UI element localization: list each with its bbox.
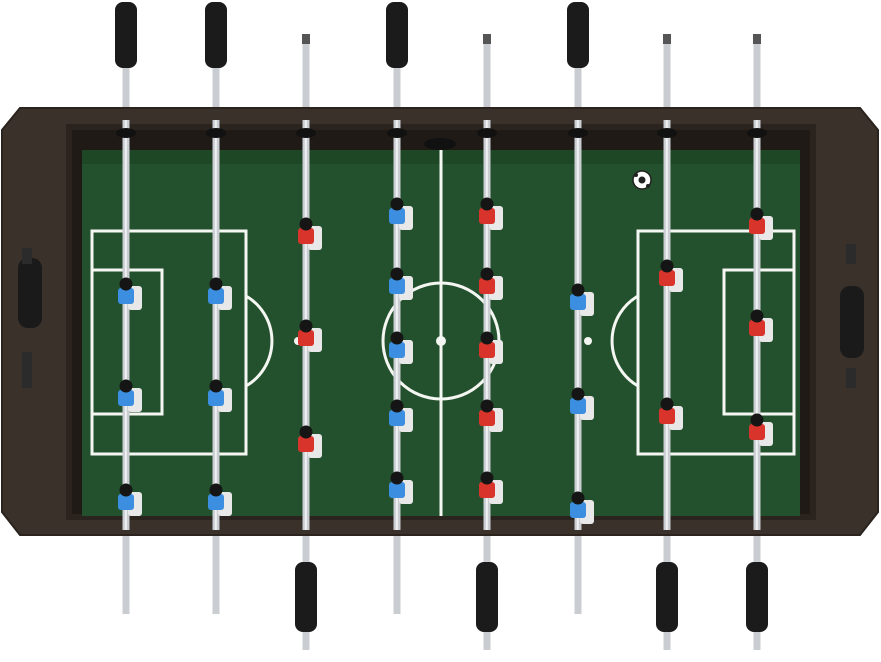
rod-handle-5 (476, 562, 498, 632)
rod-cap-3 (302, 34, 310, 44)
player-head-8-1 (750, 207, 764, 221)
player-figure-6-3 (570, 502, 586, 518)
left-penalty-arc (245, 294, 274, 388)
player-head-4-5 (390, 471, 404, 485)
player-head-5-1 (480, 197, 494, 211)
player-head-7-1 (660, 259, 674, 273)
player-figure-4-5 (389, 482, 405, 498)
player-figure-4-4 (389, 410, 405, 426)
rod-bumper-2 (206, 128, 226, 138)
rod-handle-6 (567, 2, 589, 68)
rod-handle-1 (115, 2, 137, 68)
player-figure-5-2 (479, 278, 495, 294)
player-head-5-5 (480, 471, 494, 485)
player-figure-1-1 (118, 288, 134, 304)
player-head-4-4 (390, 399, 404, 413)
rod-handle-7 (656, 562, 678, 632)
player-head-2-2 (209, 379, 223, 393)
rods-front-layer (116, 120, 773, 530)
player-figure-1-3 (118, 494, 134, 510)
center-spot (436, 336, 446, 346)
player-figure-4-3 (389, 342, 405, 358)
player-head-5-2 (480, 267, 494, 281)
right-penalty-spot (584, 337, 592, 345)
rod-shine-2 (214, 120, 217, 530)
player-figure-5-5 (479, 482, 495, 498)
player-head-1-3 (119, 483, 133, 497)
rod-shine-7 (665, 120, 668, 530)
player-head-5-4 (480, 399, 494, 413)
rod-handle-4 (386, 2, 408, 68)
player-head-6-3 (571, 491, 585, 505)
rod-handle-2 (205, 2, 227, 68)
rod-bumper-1 (116, 128, 136, 138)
player-head-8-2 (750, 309, 764, 323)
rod-handle-8 (746, 562, 768, 632)
player-head-6-1 (571, 283, 585, 297)
player-figure-3-3 (298, 436, 314, 452)
player-figure-4-1 (389, 208, 405, 224)
right-side-handle (840, 244, 864, 388)
rod-bumper-7 (657, 128, 677, 138)
side-handles (18, 244, 864, 388)
player-figure-5-1 (479, 208, 495, 224)
player-head-5-3 (480, 331, 494, 345)
player-figure-8-1 (749, 218, 765, 234)
rod-bumper-6 (568, 128, 588, 138)
playing-field (82, 138, 800, 516)
rod-bumper-3 (296, 128, 316, 138)
soccer-ball-patch (646, 184, 650, 188)
player-head-4-2 (390, 267, 404, 281)
rod-bumper-8 (747, 128, 767, 138)
player-head-4-3 (390, 331, 404, 345)
player-head-3-3 (299, 425, 313, 439)
player-figure-1-2 (118, 390, 134, 406)
ball-inlet (424, 138, 456, 150)
player-figure-2-3 (208, 494, 224, 510)
player-figure-6-2 (570, 398, 586, 414)
right-penalty-arc (610, 294, 639, 388)
rod-bumper-4 (387, 128, 407, 138)
player-head-2-1 (209, 277, 223, 291)
player-head-3-1 (299, 217, 313, 231)
rod-cap-8 (753, 34, 761, 44)
rod-cap-7 (663, 34, 671, 44)
rod-handle-3 (295, 562, 317, 632)
player-figure-2-1 (208, 288, 224, 304)
player-head-6-2 (571, 387, 585, 401)
rod-shine-6 (576, 120, 579, 530)
player-figure-7-2 (659, 408, 675, 424)
player-head-7-2 (660, 397, 674, 411)
player-head-3-2 (299, 319, 313, 333)
player-head-2-3 (209, 483, 223, 497)
player-head-1-2 (119, 379, 133, 393)
soccer-ball-patch (638, 176, 646, 184)
player-head-1-1 (119, 277, 133, 291)
player-head-4-1 (390, 197, 404, 211)
rod-cap-5 (483, 34, 491, 44)
player-figure-3-2 (298, 330, 314, 346)
soccer-ball-patch (634, 173, 638, 177)
player-figure-6-1 (570, 294, 586, 310)
rod-shine-1 (124, 120, 127, 530)
player-figure-8-3 (749, 424, 765, 440)
rod-bumper-5 (477, 128, 497, 138)
left-side-handle (18, 248, 42, 388)
player-figure-8-2 (749, 320, 765, 336)
player-figure-2-2 (208, 390, 224, 406)
player-figure-5-3 (479, 342, 495, 358)
rod-shine-4 (395, 120, 398, 530)
rod-shine-5 (485, 120, 488, 530)
player-figure-3-1 (298, 228, 314, 244)
player-figure-5-4 (479, 410, 495, 426)
player-figure-4-2 (389, 278, 405, 294)
player-figure-7-1 (659, 270, 675, 286)
player-head-8-3 (750, 413, 764, 427)
